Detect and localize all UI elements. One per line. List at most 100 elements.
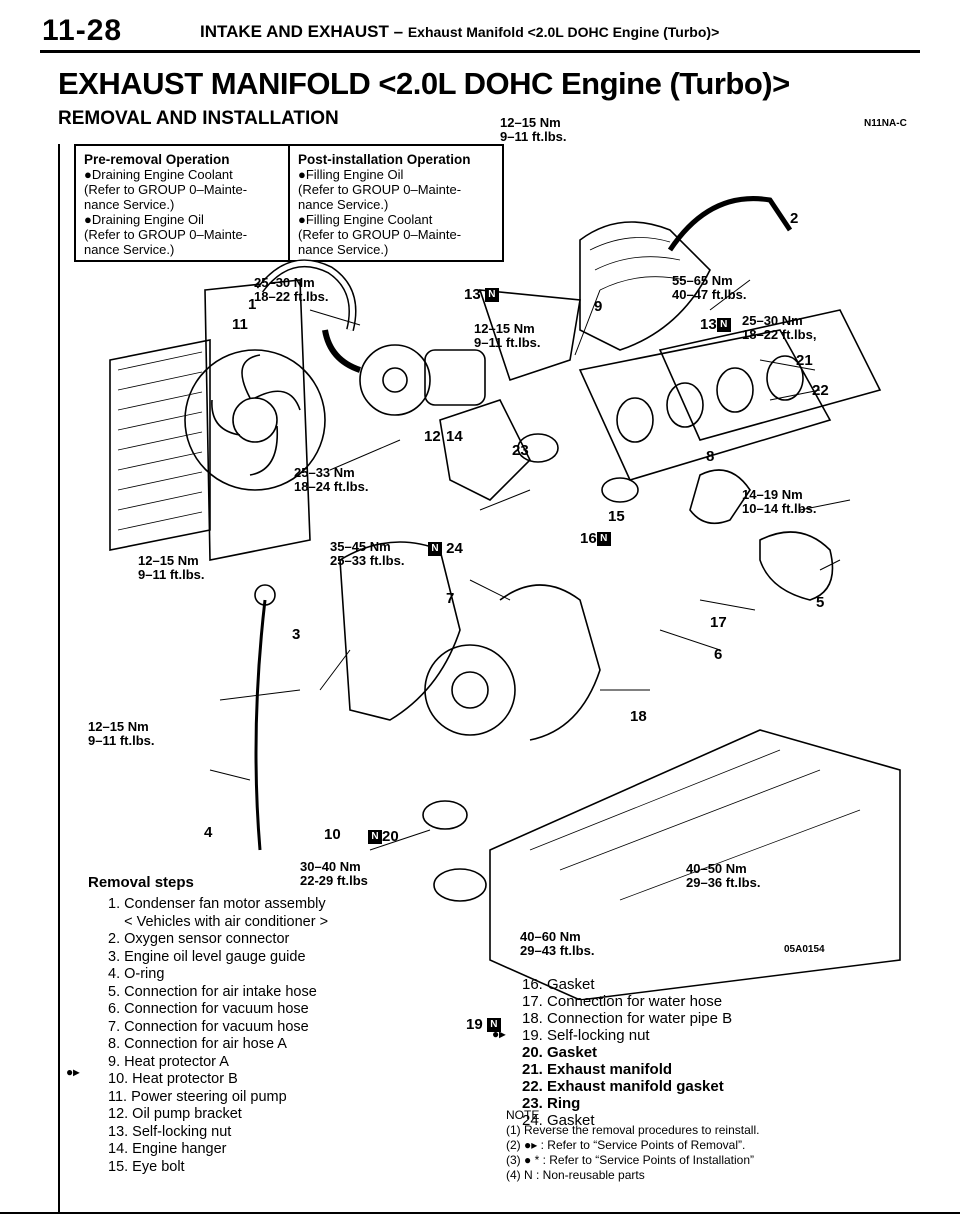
torque-label: 12–15 Nm 9–11 ft.lbs. bbox=[474, 321, 541, 350]
fan-shroud bbox=[204, 279, 311, 561]
removal-step: 12. Oil pump bracket bbox=[108, 1106, 242, 1122]
removal-step: 18. Connection for water pipe B bbox=[522, 1010, 733, 1027]
removal-step: < Vehicles with air conditioner > bbox=[108, 913, 329, 930]
note-heading: NOTE bbox=[506, 1108, 540, 1122]
torque-label: 25–30 Nm 18–22 ft.lbs, bbox=[742, 313, 817, 342]
post-installation-line: (Refer to GROUP 0–Mainte- bbox=[298, 182, 462, 197]
pre-removal-heading: Pre-removal Operation bbox=[84, 152, 230, 167]
removal-steps-list-right: 16. Gasket 17. Connection for water hose… bbox=[522, 976, 732, 1129]
note-line: (3) ● * : Refer to “Service Points of In… bbox=[506, 1153, 755, 1167]
callout-number: 17 bbox=[710, 614, 727, 631]
power-steering-pump bbox=[359, 344, 431, 416]
callout-number: 4 bbox=[204, 824, 213, 841]
removal-steps-list-left: 1. Condenser fan motor assembly < Vehicl… bbox=[108, 896, 328, 1176]
note-line: (2) ●▸ : Refer to “Service Points of Rem… bbox=[506, 1138, 746, 1152]
oil-pump-bracket bbox=[439, 399, 531, 501]
removal-step: 14. Engine hanger bbox=[108, 1141, 227, 1157]
callout-number: 9 bbox=[594, 298, 603, 315]
removal-step: 5. Connection for air intake hose bbox=[108, 983, 317, 1000]
header-section: INTAKE AND EXHAUST bbox=[200, 22, 389, 41]
pre-removal-operation: Pre-removal Operation ●Draining Engine C… bbox=[76, 146, 288, 260]
callout-13-number: 13 bbox=[700, 316, 717, 333]
removal-step: 4. O-ring bbox=[108, 966, 165, 982]
footer-rule bbox=[0, 1212, 960, 1214]
oil-level-gauge bbox=[254, 599, 267, 851]
header-dash: – bbox=[393, 22, 404, 41]
callout-number-nr: N 24 bbox=[428, 540, 463, 557]
callout-19-number: 19 bbox=[466, 1016, 483, 1033]
callout-number: 7 bbox=[446, 590, 455, 607]
service-point-marker: ●▸ bbox=[492, 1027, 506, 1041]
removal-step: 23. Ring bbox=[522, 1095, 581, 1112]
torque-label: 55–65 Nm 40–47 ft.lbs. bbox=[672, 273, 747, 302]
post-installation-line: (Refer to GROUP 0–Mainte- bbox=[298, 227, 462, 242]
removal-steps-heading: Removal steps bbox=[88, 874, 194, 891]
heat-protector-b bbox=[339, 541, 461, 721]
callout-number-nr: 13 N bbox=[464, 286, 499, 303]
torque-label: 40–60 Nm 29–43 ft.lbs. bbox=[520, 929, 595, 958]
post-installation-heading: Post-installation Operation bbox=[298, 152, 471, 167]
callout-number: 6 bbox=[714, 646, 723, 663]
non-reusable-icon: N bbox=[596, 532, 611, 547]
removal-step: 20. Gasket bbox=[522, 1044, 598, 1061]
removal-step: 10. Heat protector B bbox=[108, 1071, 238, 1087]
operations-table: Pre-removal Operation ●Draining Engine C… bbox=[74, 144, 504, 262]
torque-label: 12–15 Nm 9–11 ft.lbs. bbox=[500, 115, 567, 144]
non-reusable-icon: N bbox=[486, 1018, 501, 1033]
callout-number: 1 bbox=[248, 296, 257, 313]
torque-label: 25–33 Nm 18–24 ft.lbs. bbox=[294, 465, 369, 494]
callout-number: 5 bbox=[816, 594, 825, 611]
note-block: NOTE (1) Reverse the removal procedures … bbox=[506, 1108, 759, 1183]
callout-number: 10 bbox=[324, 826, 341, 843]
radiator-outline bbox=[109, 339, 211, 551]
callout-number: 12 bbox=[424, 428, 441, 445]
removal-step: 21. Exhaust manifold bbox=[522, 1061, 673, 1078]
removal-step: 19. Self-locking nut bbox=[522, 1027, 650, 1044]
callout-13-number: 13 bbox=[464, 286, 481, 303]
header-rule bbox=[40, 50, 920, 53]
callout-number: 23 bbox=[512, 442, 529, 459]
figure-code: 05A0154 bbox=[784, 944, 825, 955]
pre-removal-line: (Refer to GROUP 0–Mainte- bbox=[84, 182, 248, 197]
removal-step: 22. Exhaust manifold gasket bbox=[522, 1078, 724, 1095]
header-subsection: Exhaust Manifold <2.0L DOHC Engine (Turb… bbox=[407, 24, 720, 40]
callout-20-number: 20 bbox=[382, 828, 399, 845]
removal-step: 9. Heat protector A bbox=[108, 1053, 229, 1070]
section-code: N11NA-C bbox=[864, 118, 907, 129]
post-installation-line: nance Service.) bbox=[298, 242, 389, 257]
post-installation-operation: Post-installation Operation ●Filling Eng… bbox=[288, 146, 502, 260]
left-margin-rule bbox=[58, 144, 60, 1214]
callout-number: 15 bbox=[608, 508, 625, 525]
removal-step: 8. Connection for air hose A bbox=[108, 1036, 287, 1052]
page-number: 11-28 bbox=[42, 14, 123, 47]
removal-step: 6. Connection for vacuum hose bbox=[108, 1001, 309, 1017]
heat-protector-a bbox=[579, 221, 711, 351]
engine-block bbox=[489, 729, 901, 1000]
removal-step: 16. Gasket bbox=[522, 976, 595, 993]
running-header: INTAKE AND EXHAUST – Exhaust Manifold <2… bbox=[200, 22, 719, 42]
note-line: (1) Reverse the removal procedures to re… bbox=[506, 1123, 760, 1137]
exhaust-manifold bbox=[578, 329, 832, 481]
post-installation-line: ●Filling Engine Coolant bbox=[298, 212, 433, 227]
callout-number: 3 bbox=[292, 626, 301, 643]
removal-step: 1. Condenser fan motor assembly bbox=[108, 896, 326, 912]
callout-number: 18 bbox=[630, 708, 647, 725]
removal-step: 13. Self-locking nut bbox=[108, 1123, 232, 1140]
removal-step: 11. Power steering oil pump bbox=[108, 1088, 287, 1105]
non-reusable-icon: N bbox=[716, 318, 731, 333]
post-installation-line: nance Service.) bbox=[298, 197, 389, 212]
page-title: EXHAUST MANIFOLD <2.0L DOHC Engine (Turb… bbox=[58, 66, 790, 101]
removal-step: 15. Eye bolt bbox=[108, 1158, 185, 1175]
removal-step: 3. Engine oil level gauge guide bbox=[108, 948, 306, 965]
removal-step: 7. Connection for vacuum hose bbox=[108, 1018, 309, 1035]
turbocharger bbox=[424, 644, 516, 736]
torque-label: 40–50 Nm 29–36 ft.lbs. bbox=[686, 861, 761, 890]
pre-removal-line: nance Service.) bbox=[84, 197, 175, 212]
engine-hanger bbox=[478, 289, 581, 382]
torque-label: 35–45 Nm 25–33 ft.lbs. bbox=[330, 539, 405, 568]
post-installation-line: ●Filling Engine Oil bbox=[298, 167, 404, 182]
removal-step: 2. Oxygen sensor connector bbox=[108, 931, 290, 947]
